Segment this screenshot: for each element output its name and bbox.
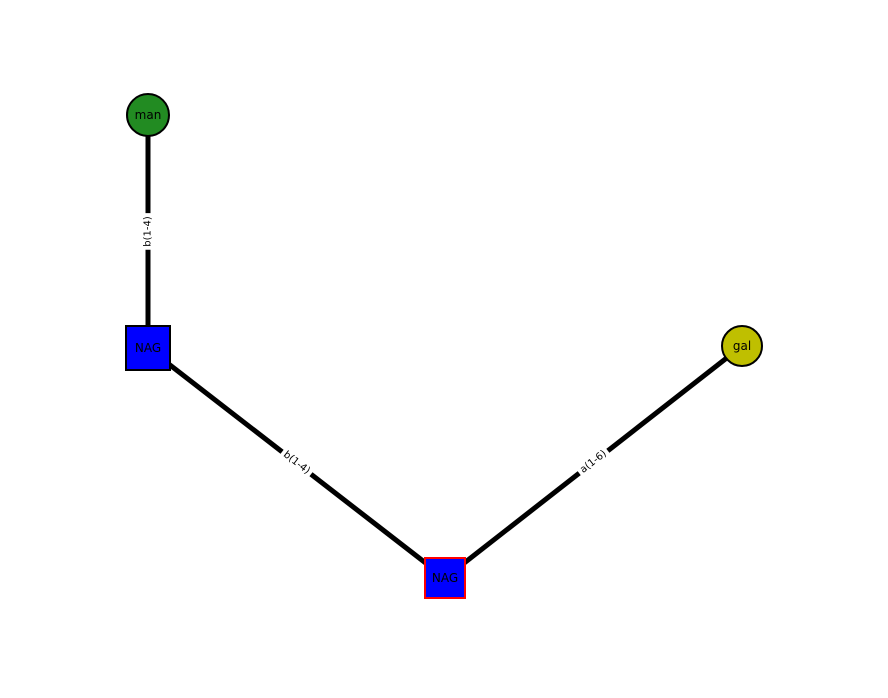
- edge-label-group-man-nag-1: b(1-4): [140, 213, 156, 250]
- node-gal: [721, 325, 763, 367]
- edge-label-man-nag-1: b(1-4): [143, 216, 154, 247]
- node-label-nag-2: NAG: [432, 571, 458, 585]
- node-label-gal: gal: [733, 339, 751, 353]
- edge-label-bg: [278, 447, 315, 479]
- edge-label-bg: [140, 213, 156, 250]
- node-man: [126, 93, 170, 137]
- edge-label-group-nag-1-nag-2: b(1-4): [278, 447, 315, 479]
- node-label-nag-1: NAG: [135, 341, 161, 355]
- node-label-man: man: [135, 108, 162, 122]
- edge-label-group-nag-2-gal: a(1-6): [575, 446, 612, 478]
- edge-label-bg: [575, 446, 612, 478]
- node-nag-1: [125, 325, 171, 371]
- node-nag-2: [424, 557, 466, 599]
